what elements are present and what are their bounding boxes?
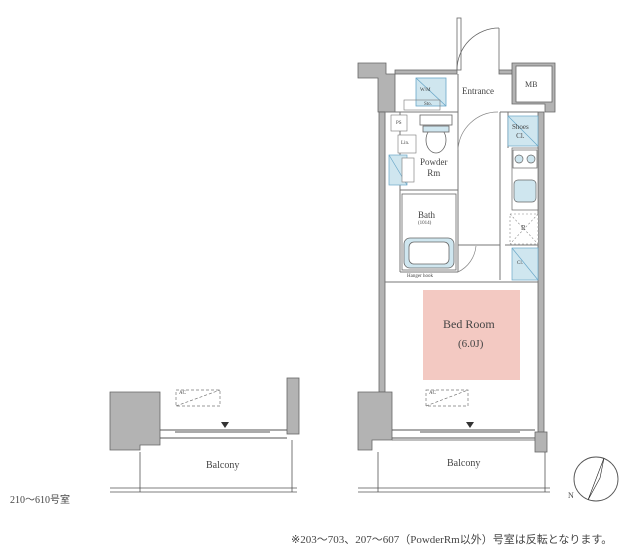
wm-label: W/M bbox=[420, 88, 431, 93]
alt-window-marker bbox=[221, 422, 229, 428]
alt-balcony bbox=[110, 440, 297, 493]
shoes-closet bbox=[507, 115, 539, 147]
ac-label-main: AC bbox=[429, 391, 436, 396]
mb-label: MB bbox=[525, 80, 538, 89]
ac-unit-alt bbox=[175, 389, 221, 407]
toilet bbox=[419, 114, 453, 154]
closet-label: Cl. bbox=[517, 261, 523, 266]
linen-label: Lin. bbox=[401, 141, 410, 146]
bedroom-label: Bed Room bbox=[443, 317, 495, 331]
bath-label: Bath bbox=[418, 210, 435, 220]
kitchen bbox=[511, 147, 539, 211]
alt-window bbox=[160, 429, 287, 439]
bath-size-label: (1014) bbox=[418, 221, 432, 226]
footnote: ※203〜703、207〜607（PowderRm以外）号室は反転となります。 bbox=[291, 534, 613, 546]
sink-left bbox=[388, 154, 415, 186]
alt-walls bbox=[109, 377, 300, 451]
balcony-label-main: Balcony bbox=[447, 458, 481, 469]
ps-label: PS bbox=[396, 121, 402, 126]
fridge bbox=[509, 213, 539, 245]
alt-unit-label: 210〜610号室 bbox=[10, 495, 70, 506]
main-window bbox=[392, 429, 535, 439]
hanger-hook-label: Hanger hook bbox=[407, 274, 433, 279]
linen-box bbox=[397, 134, 417, 154]
bathtub bbox=[401, 193, 457, 271]
mb-box bbox=[515, 65, 553, 103]
compass-icon bbox=[573, 456, 619, 502]
bedroom-fill bbox=[423, 290, 520, 380]
bedroom-size-label: (6.0J) bbox=[458, 338, 484, 350]
powder-room-label: Powder Rm bbox=[420, 157, 448, 178]
washer-area bbox=[415, 77, 447, 107]
entrance-door bbox=[456, 17, 500, 71]
powder-door bbox=[457, 111, 499, 273]
ps-box bbox=[390, 114, 408, 132]
shoes-closet-label: Shoes Cl. bbox=[512, 123, 529, 140]
compass-north-label: N bbox=[568, 491, 574, 500]
entrance-label: Entrance bbox=[462, 86, 494, 96]
ac-label-alt: AC bbox=[179, 391, 186, 396]
main-window-marker bbox=[466, 422, 474, 428]
main-balcony bbox=[358, 439, 550, 493]
closet bbox=[511, 247, 539, 281]
ac-unit-main bbox=[425, 389, 469, 407]
balcony-label-alt: Balcony bbox=[206, 460, 240, 471]
sto-shelf bbox=[403, 99, 441, 111]
sto-label: Sto. bbox=[424, 102, 432, 107]
fridge-label: R bbox=[521, 224, 526, 232]
